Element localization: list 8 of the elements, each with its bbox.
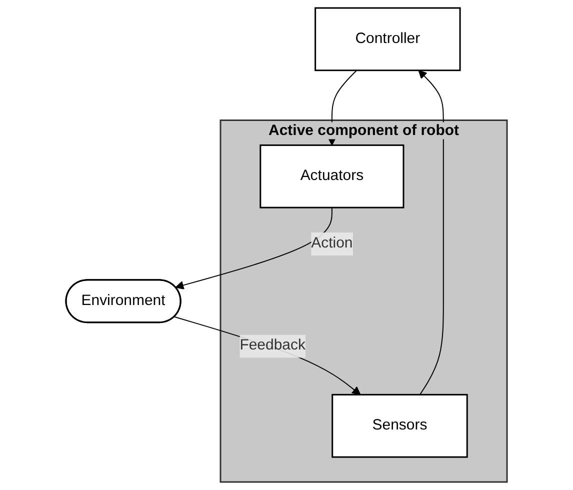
node-box: Controller	[314, 7, 461, 72]
node-box: Actuators	[260, 144, 404, 208]
edge-label: Action	[311, 234, 353, 252]
arrow	[418, 70, 444, 396]
node-box: Sensors	[332, 394, 468, 458]
arrow	[174, 316, 361, 396]
edge-label: Feedback	[240, 336, 306, 354]
arrow	[175, 207, 332, 290]
